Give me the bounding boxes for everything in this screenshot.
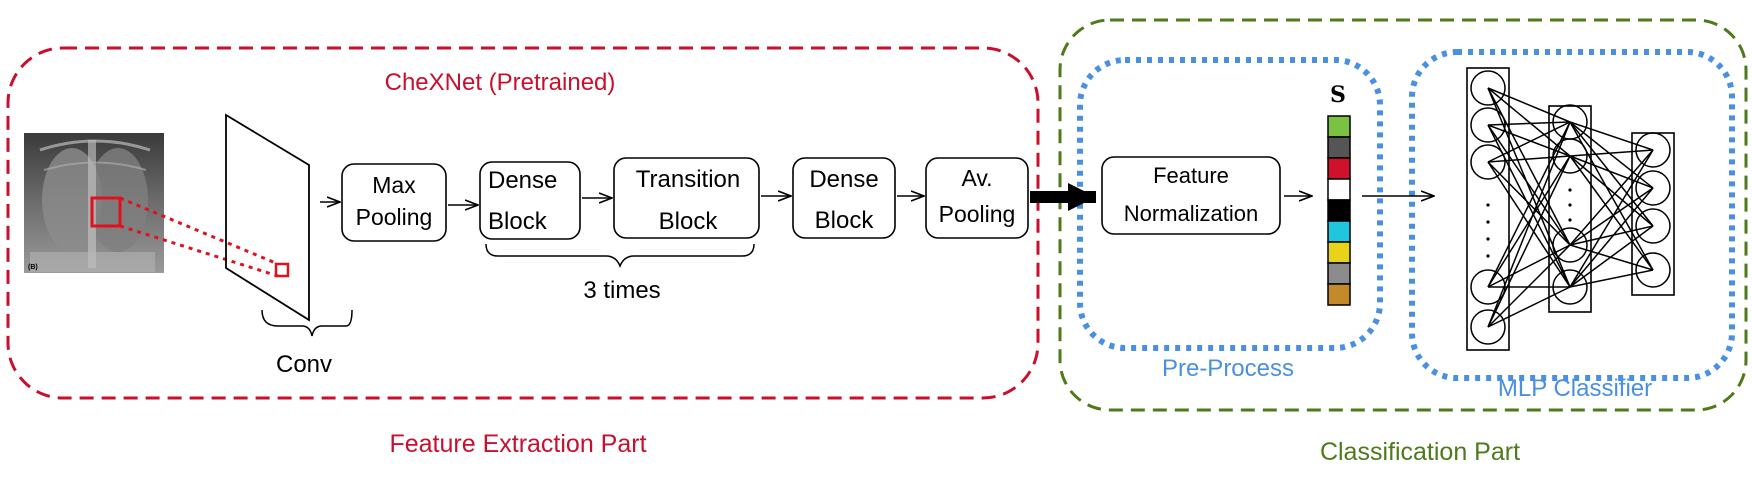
mlp-edge (1487, 87, 1571, 288)
mlp-edge (1487, 121, 1571, 328)
mlp-edge (1569, 155, 1654, 227)
dense-block-2-label-line1: Dense (809, 166, 878, 193)
transition-block-label-line1: Transition (636, 166, 740, 193)
chexnet-label: CheXNet (Pretrained) (385, 69, 616, 96)
dense-block-1 (479, 161, 581, 240)
transition-block (613, 157, 760, 239)
mlp-edge (1487, 286, 1571, 328)
xray-tag: (B) (28, 264, 38, 271)
mlp-ellipsis-dot (1486, 237, 1490, 241)
feature-vector-cell (1327, 262, 1351, 285)
dense-block-2-label-line2: Block (815, 207, 875, 234)
mlp-edge (1569, 149, 1654, 288)
mlp-node (1635, 208, 1671, 244)
conv-patch-box (274, 262, 290, 278)
feature-vector-cell (1327, 220, 1351, 243)
feature-extraction-part-label: Feature Extraction Part (389, 430, 646, 458)
max-pooling-block (341, 163, 447, 242)
feature-normalization-block (1101, 156, 1281, 235)
mlp-edge (1569, 121, 1654, 151)
mlp-edge (1569, 244, 1654, 271)
feature-vector-cell (1327, 157, 1351, 180)
mlp-node (1470, 107, 1506, 143)
mlp-ellipsis-dot (1486, 203, 1490, 207)
conv-layer (225, 113, 310, 322)
mlp-edge (1487, 244, 1571, 328)
mlp-node (1552, 227, 1588, 263)
feature-vector-cell (1327, 178, 1351, 201)
mlp-layer-box (1466, 67, 1510, 351)
mlp-edge (1487, 87, 1571, 123)
mlp-edge (1569, 187, 1654, 288)
feature-vector-cell (1327, 241, 1351, 264)
feature-normalization-label-line1: Feature (1153, 163, 1229, 188)
feature-vector-cell (1327, 136, 1351, 159)
mlp-node (1635, 170, 1671, 206)
mlp-ellipsis-dot (1486, 254, 1490, 258)
feature-vector-cell (1327, 283, 1351, 306)
xray-patch-box (90, 196, 122, 228)
patch-projection-line (119, 196, 279, 266)
dense-block-1-label-line2: Block (488, 208, 548, 235)
dense-block-2 (792, 157, 896, 239)
mlp-node (1470, 269, 1506, 305)
mlp-ellipsis-dot (1486, 220, 1490, 224)
mlp-node (1470, 309, 1506, 345)
mlp-edge (1487, 155, 1571, 288)
mlp-node (1470, 144, 1506, 180)
mlp-ellipsis-dot (1568, 188, 1572, 192)
av-pooling-label-line1: Av. (961, 165, 992, 191)
three-times-label: 3 times (583, 277, 660, 304)
conv-brace (261, 309, 353, 337)
patch-projection-line (119, 224, 279, 278)
mlp-edge (1569, 149, 1654, 157)
feature-vector-label: S (1330, 82, 1346, 108)
mlp-edge (1569, 225, 1654, 246)
mlp-node (1635, 252, 1671, 288)
mlp-node (1470, 70, 1506, 106)
mlp-classifier-group (1409, 49, 1735, 381)
mlp-edge (1487, 155, 1571, 163)
feature-vector-cell (1327, 115, 1351, 138)
three-times-brace (485, 243, 755, 269)
mlp-edge (1569, 149, 1654, 246)
mlp-layer-box (1548, 105, 1592, 313)
pre-process-label: Pre-Process (1162, 355, 1294, 382)
feature-normalization-label-line2: Normalization (1124, 201, 1259, 226)
mlp-node (1552, 138, 1588, 174)
mlp-network (1466, 67, 1675, 351)
mlp-edge (1569, 269, 1654, 288)
mlp-edge (1487, 155, 1571, 328)
mlp-node (1635, 132, 1671, 168)
classification-part-label: Classification Part (1320, 438, 1520, 466)
dense-block-1-label-line1: Dense (488, 167, 557, 194)
mlp-edge (1487, 124, 1571, 246)
feature-vector (1327, 115, 1351, 306)
xray-image: (B) (24, 133, 164, 273)
mlp-ellipsis-dot (1568, 218, 1572, 222)
av-pooling-block (925, 157, 1029, 239)
mlp-edge (1487, 87, 1571, 157)
mlp-ellipsis-dot (1568, 203, 1572, 207)
max-pooling-label-line2: Pooling (356, 204, 433, 230)
mlp-edge (1487, 121, 1571, 288)
mlp-edge (1487, 121, 1571, 163)
transition-block-label-line2: Block (659, 208, 719, 235)
mlp-edge (1487, 244, 1571, 288)
mlp-edge (1487, 121, 1571, 126)
feature-extraction-group (6, 46, 1040, 400)
mlp-edge (1569, 155, 1654, 189)
av-pooling-label-line2: Pooling (939, 201, 1016, 227)
mlp-edge (1569, 155, 1654, 271)
max-pooling-label-line1: Max (372, 172, 416, 198)
mlp-node (1552, 269, 1588, 305)
mlp-edge (1569, 121, 1654, 227)
conv-label: Conv (276, 351, 332, 378)
classification-group (1058, 18, 1748, 412)
mlp-classifier-label: MLP Classifier (1498, 375, 1652, 402)
feature-vector-cell (1327, 199, 1351, 222)
